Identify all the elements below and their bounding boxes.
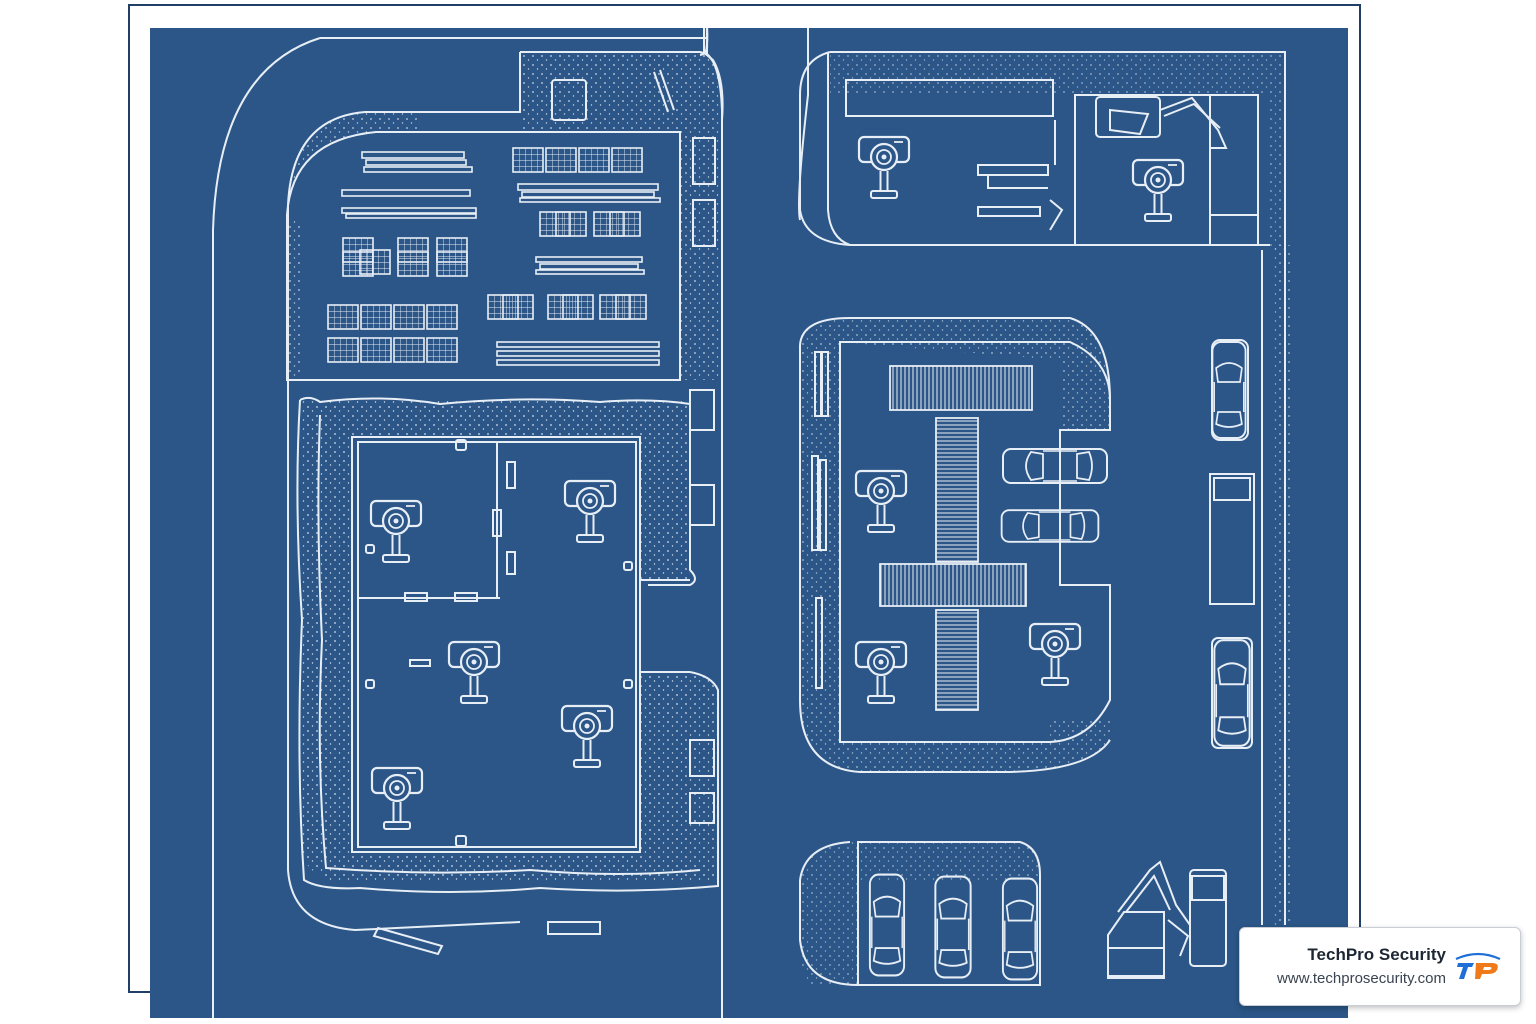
- drainage-swale: [288, 52, 1290, 985]
- truck-icon: [1189, 477, 1251, 967]
- material-yard: [286, 131, 681, 381]
- brand-url: www.techprosecurity.com: [1277, 970, 1446, 987]
- tp-logo-icon: [1455, 952, 1501, 979]
- brand-name: TechPro Security: [1307, 945, 1446, 964]
- building-walls: [296, 51, 1286, 986]
- excavator-icon: [1107, 860, 1191, 979]
- structure-decking: [879, 365, 1033, 711]
- brand-badge: TechPro Security www.techprosecurity.com: [1239, 927, 1521, 1006]
